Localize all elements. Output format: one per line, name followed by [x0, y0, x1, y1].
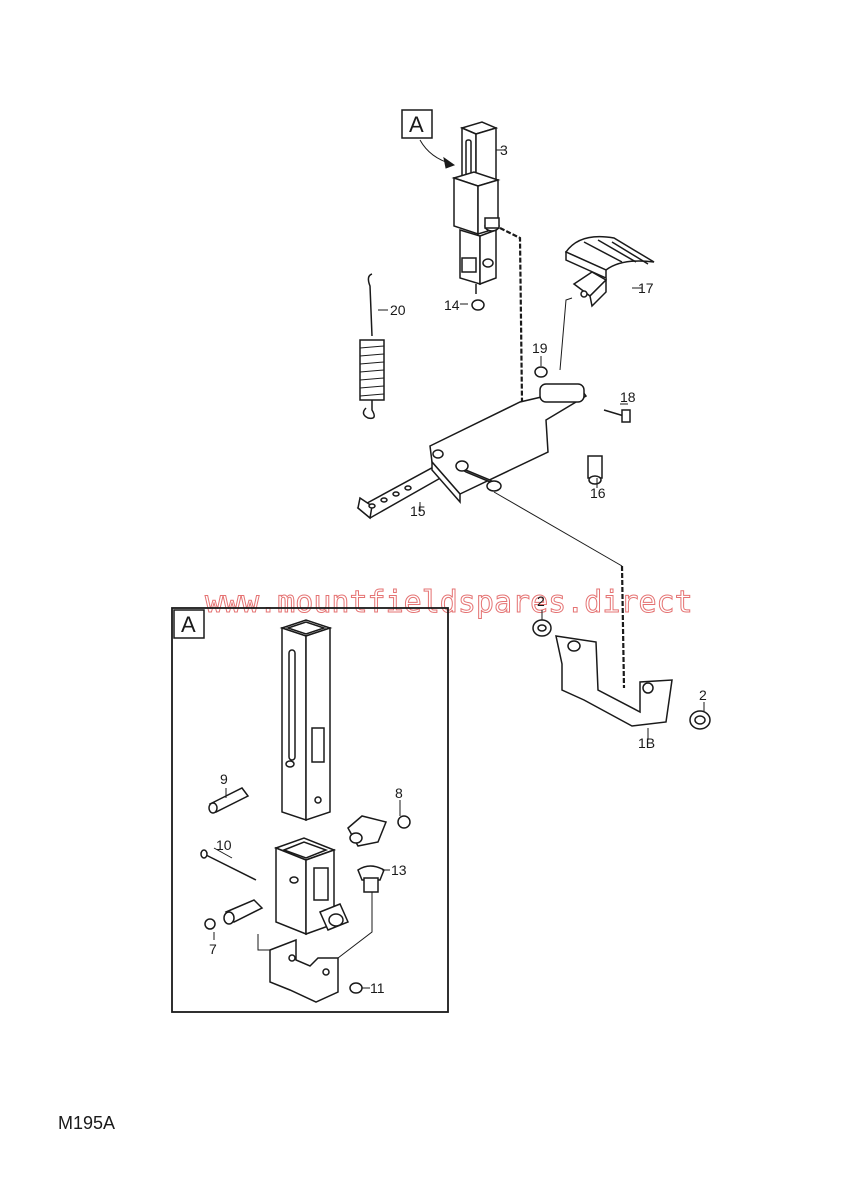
diagram-code: M195A [58, 1113, 116, 1133]
detail-tube [279, 619, 333, 822]
detail-marker-top: A [401, 109, 456, 169]
part-2-bush-right [689, 710, 711, 730]
link-3-15 [499, 227, 524, 403]
detail-housing [273, 837, 350, 936]
callout-20: 20 [390, 302, 406, 318]
detail-part-7-pin [204, 899, 264, 930]
callout-8: 8 [395, 785, 403, 801]
part-15-lever [356, 383, 588, 520]
link-15-1B [493, 491, 623, 567]
part-2-bush-left [532, 619, 552, 637]
link-dashed-1B [620, 565, 626, 689]
part-17-pedal [564, 235, 655, 308]
callout-2-right: 2 [699, 687, 707, 703]
detail-part-11-nut [349, 982, 363, 994]
detail-a-label: A [181, 612, 196, 637]
callout-7: 7 [209, 941, 217, 957]
callout-9: 9 [220, 771, 228, 787]
part-19-nut [534, 366, 548, 378]
callout-17: 17 [638, 280, 654, 296]
callout-11: 11 [370, 980, 385, 996]
part-18-bolt [603, 409, 631, 423]
callout-19: 19 [532, 340, 548, 356]
detail-part-9-pin [208, 787, 250, 814]
detail-a-frame: A [171, 607, 449, 1013]
callout-18: 18 [620, 389, 636, 405]
detail-knob [347, 815, 388, 847]
part-3-pedal-tube [451, 121, 501, 294]
part-14-nut [471, 299, 485, 311]
callout-15: 15 [410, 503, 426, 519]
callout-16: 16 [590, 485, 606, 501]
detail-part-8-clip [397, 815, 411, 829]
detail-link-left [257, 934, 270, 951]
pedal-link-rod [559, 297, 573, 371]
callout-2-left: 2 [537, 593, 545, 609]
part-16-bolt [587, 455, 603, 485]
detail-part-13-bolt [357, 865, 385, 893]
detail-part-10-rod [200, 849, 257, 881]
callout-10: 10 [216, 837, 232, 853]
detail-u-bracket [269, 938, 339, 1003]
callout-3: 3 [500, 142, 508, 158]
detail-link-right [337, 892, 373, 959]
callout-1B: 1B [638, 735, 655, 751]
callout-14: 14 [444, 297, 460, 313]
detail-marker-top-label: A [409, 112, 424, 137]
callout-13: 13 [391, 862, 407, 878]
part-1B-bracket [555, 635, 673, 727]
leader-lines [213, 149, 705, 989]
part-20-spring [359, 273, 385, 420]
